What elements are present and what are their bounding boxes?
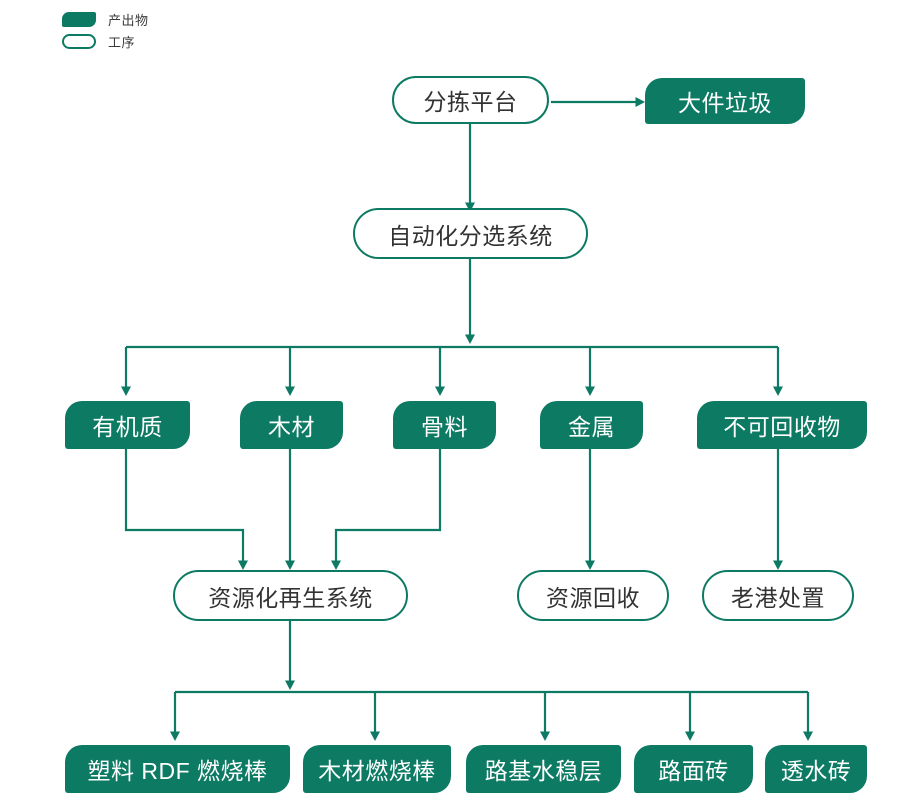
output-swatch-icon xyxy=(62,11,96,27)
legend-item-output-label: 产出物 xyxy=(108,12,149,28)
node-permeable-brick[interactable]: 透水砖 xyxy=(765,745,867,793)
node-non-recyclable[interactable]: 不可回收物 xyxy=(697,401,867,449)
node-recycling-system[interactable]: 资源化再生系统 xyxy=(173,570,408,621)
legend: 产出物 工序 xyxy=(62,8,149,52)
legend-item-output: 产出物 xyxy=(62,8,149,30)
node-wood-stick[interactable]: 木材燃烧棒 xyxy=(303,745,451,793)
node-auto-sorting-system[interactable]: 自动化分选系统 xyxy=(353,208,588,259)
node-wood[interactable]: 木材 xyxy=(240,401,343,449)
edge-organic-to-recycling xyxy=(124,449,248,570)
node-resource-recovery[interactable]: 资源回收 xyxy=(517,570,669,621)
legend-item-process-label: 工序 xyxy=(108,34,136,50)
node-sorting-platform[interactable]: 分拣平台 xyxy=(392,76,549,124)
node-bulky-waste[interactable]: 大件垃圾 xyxy=(645,78,805,124)
node-aggregate[interactable]: 骨料 xyxy=(393,401,496,449)
node-pavement-brick[interactable]: 路面砖 xyxy=(634,745,753,793)
node-organic[interactable]: 有机质 xyxy=(65,401,190,449)
node-metal[interactable]: 金属 xyxy=(540,401,643,449)
legend-item-process: 工序 xyxy=(62,30,149,52)
node-plastic-rdf-stick[interactable]: 塑料 RDF 燃烧棒 xyxy=(65,745,290,793)
edge-aggregate-to-recycling xyxy=(331,449,442,570)
node-laogang-disposal[interactable]: 老港处置 xyxy=(702,570,854,621)
process-swatch-icon xyxy=(62,33,96,49)
node-roadbase-layer[interactable]: 路基水稳层 xyxy=(466,745,621,793)
